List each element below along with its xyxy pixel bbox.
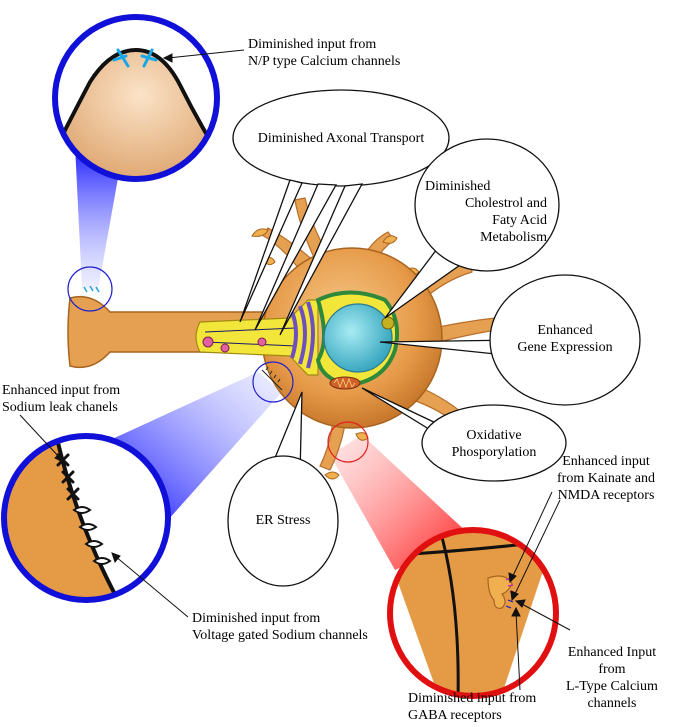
microtubule (204, 341, 296, 347)
voltage-sodium-channels (72, 506, 112, 565)
marker-sodium (261, 366, 283, 391)
text-gene-expression: Enhanced Gene Expression (517, 323, 613, 355)
zoom-beam-top (75, 145, 118, 290)
bubble-oxidative (361, 387, 567, 482)
lipid-droplet (381, 316, 395, 330)
nucleus (323, 303, 393, 373)
bubble-gene-expression (379, 274, 641, 406)
vesicle (257, 337, 267, 347)
microtubule (204, 327, 296, 333)
golgi (290, 301, 315, 369)
zoom-marker-left (252, 361, 294, 403)
label-voltage-sodium: Diminished input from Voltage gated Sodi… (192, 611, 368, 643)
arrows (19, 49, 571, 691)
text-axonal-transport: Diminished Axonal Transport (257, 131, 425, 146)
label-np-calcium: Diminished input from N/P type Calcium c… (248, 37, 401, 69)
text-er-stress: ER Stress (255, 513, 311, 528)
zoom-marker-top (67, 266, 113, 312)
marker-channels (83, 285, 100, 293)
bubble-cholesterol (384, 138, 560, 319)
text-cholesterol: Diminished Cholestrol and Faty Acid Meta… (425, 179, 547, 245)
zoom-marker-red (327, 421, 369, 463)
bubble-er-stress (227, 391, 339, 587)
label-l-type-calcium: Enhanced Input from L-Type Calcium chann… (566, 645, 658, 711)
mitochondrion-cristae (333, 377, 356, 389)
receptor-spine (487, 575, 513, 609)
bubble-axonal-transport (232, 89, 450, 336)
label-kainate-nmda: Enhanced input from Kainate and NMDA rec… (557, 454, 655, 503)
zoom-circle-sodium (1, 433, 171, 603)
label-gaba: Diminished input from GABA receptors (408, 691, 537, 723)
vesicle (220, 343, 230, 353)
vesicle (202, 336, 214, 348)
label-sodium-leak: Enhanced input from Sodium leak chanels (2, 383, 121, 415)
text-oxidative: Oxidative Phosporylation (451, 428, 537, 460)
